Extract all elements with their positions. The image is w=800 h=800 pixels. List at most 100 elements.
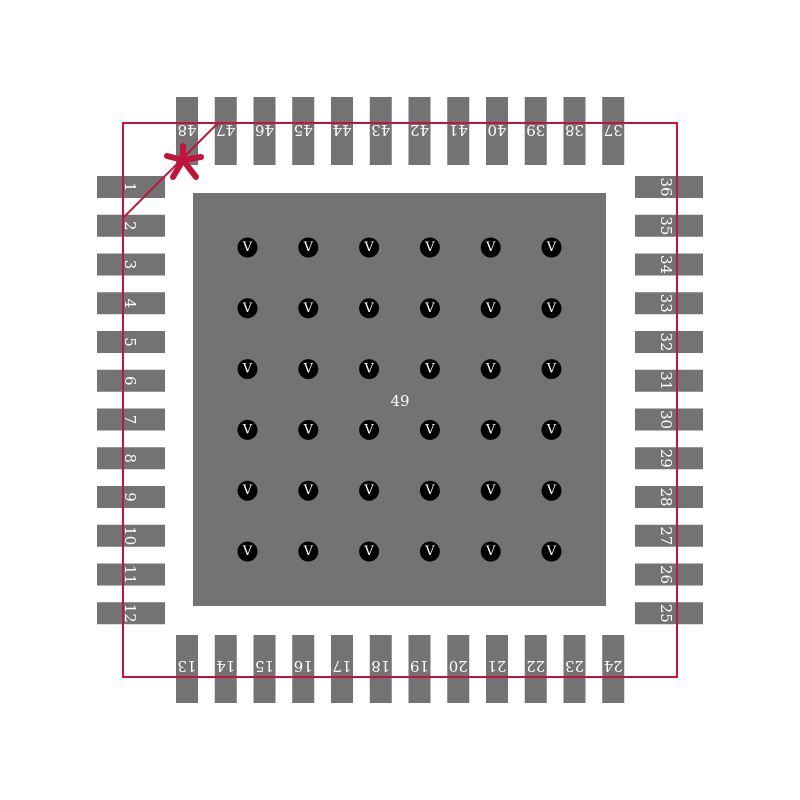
pin-pad: 3 [97,253,165,276]
pin-number: 23 [565,657,584,675]
via: V [541,480,562,501]
pin-pad: 18 [369,635,392,703]
via-label: V [242,483,253,498]
via-label: V [363,362,374,377]
pin-number: 36 [657,177,675,196]
via-hole [359,359,380,380]
via-label: V [485,301,496,316]
pin-number: 33 [657,294,675,313]
via-label: V [303,362,314,377]
pin-pad: 9 [97,486,165,508]
via: V [237,419,258,440]
via-label: V [303,483,314,498]
via-hole [237,237,258,258]
via: V [237,359,258,380]
via-hole [359,419,380,440]
pad-rect [524,97,547,165]
pad-rect [447,97,470,165]
via-label: V [363,422,374,437]
via: V [541,298,562,319]
pin-pad: 23 [563,635,586,703]
via-hole [298,298,319,319]
pin-pad: 22 [524,635,547,703]
pad-rect [97,524,165,547]
via: V [298,419,319,440]
pin-number: 4 [121,298,139,308]
pin-number: 29 [657,449,675,468]
pad-rect [602,97,625,165]
pad-rect [408,97,431,165]
pin1-marker-icon [164,143,204,180]
pad-rect [97,292,165,315]
component-outline [122,122,678,678]
exposed-pad [193,193,606,606]
pin-pad: 39 [524,97,547,165]
via: V [237,541,258,562]
via-label: V [303,544,314,559]
via-label: V [303,422,314,437]
via-label: V [485,362,496,377]
via: V [359,237,380,258]
pin-pad: 44 [331,97,353,165]
via-label: V [363,301,374,316]
via: V [480,541,501,562]
via-hole [359,541,380,562]
pin-pad: 10 [97,524,165,547]
pin-pad: 33 [635,292,703,315]
pin-number: 32 [657,332,675,351]
pad-rect [635,176,703,198]
pad-rect [524,635,547,703]
pin-pad: 7 [97,408,165,431]
via: V [359,541,380,562]
exposed-pad-label: 49 [390,392,409,410]
pin-number: 19 [410,657,429,675]
pin-number: 14 [216,657,235,675]
via-hole [419,298,440,319]
via: V [480,237,501,258]
pad-rect [635,602,703,625]
via: V [237,237,258,258]
via-label: V [546,301,557,316]
pin-number: 12 [121,604,139,623]
via-label: V [424,422,435,437]
pad-rect [563,635,586,703]
via-hole [359,298,380,319]
pin-pad: 24 [602,635,625,703]
pin-pad: 27 [635,524,703,547]
pad-rect [253,97,276,165]
via-label: V [485,422,496,437]
via-label: V [363,240,374,255]
pin-number: 20 [449,657,468,675]
pin-number: 35 [657,216,675,235]
via-hole [237,359,258,380]
via: V [359,359,380,380]
via-hole [480,359,501,380]
pad-rect [176,635,198,703]
pin-number: 17 [332,657,351,675]
pin-number: 28 [657,487,675,506]
via: V [359,419,380,440]
pin-number: 46 [255,121,274,139]
via-hole [541,298,562,319]
pad-rect [408,635,431,703]
pin-number: 40 [487,121,506,139]
pin-pad: 35 [635,214,703,237]
via-hole [480,237,501,258]
pin-number: 34 [657,255,675,274]
via-label: V [242,301,253,316]
pad-rect [97,253,165,276]
pin-number: 31 [657,371,675,390]
via: V [298,480,319,501]
via: V [298,359,319,380]
via-hole [419,237,440,258]
pad-rect [447,635,470,703]
pad-rect [635,563,703,586]
via: V [419,298,440,319]
via-label: V [546,362,557,377]
pad-rect [635,408,703,431]
pin-pad: 43 [369,97,392,165]
via-hole [298,237,319,258]
via: V [298,237,319,258]
pin-pad: 40 [486,97,508,165]
